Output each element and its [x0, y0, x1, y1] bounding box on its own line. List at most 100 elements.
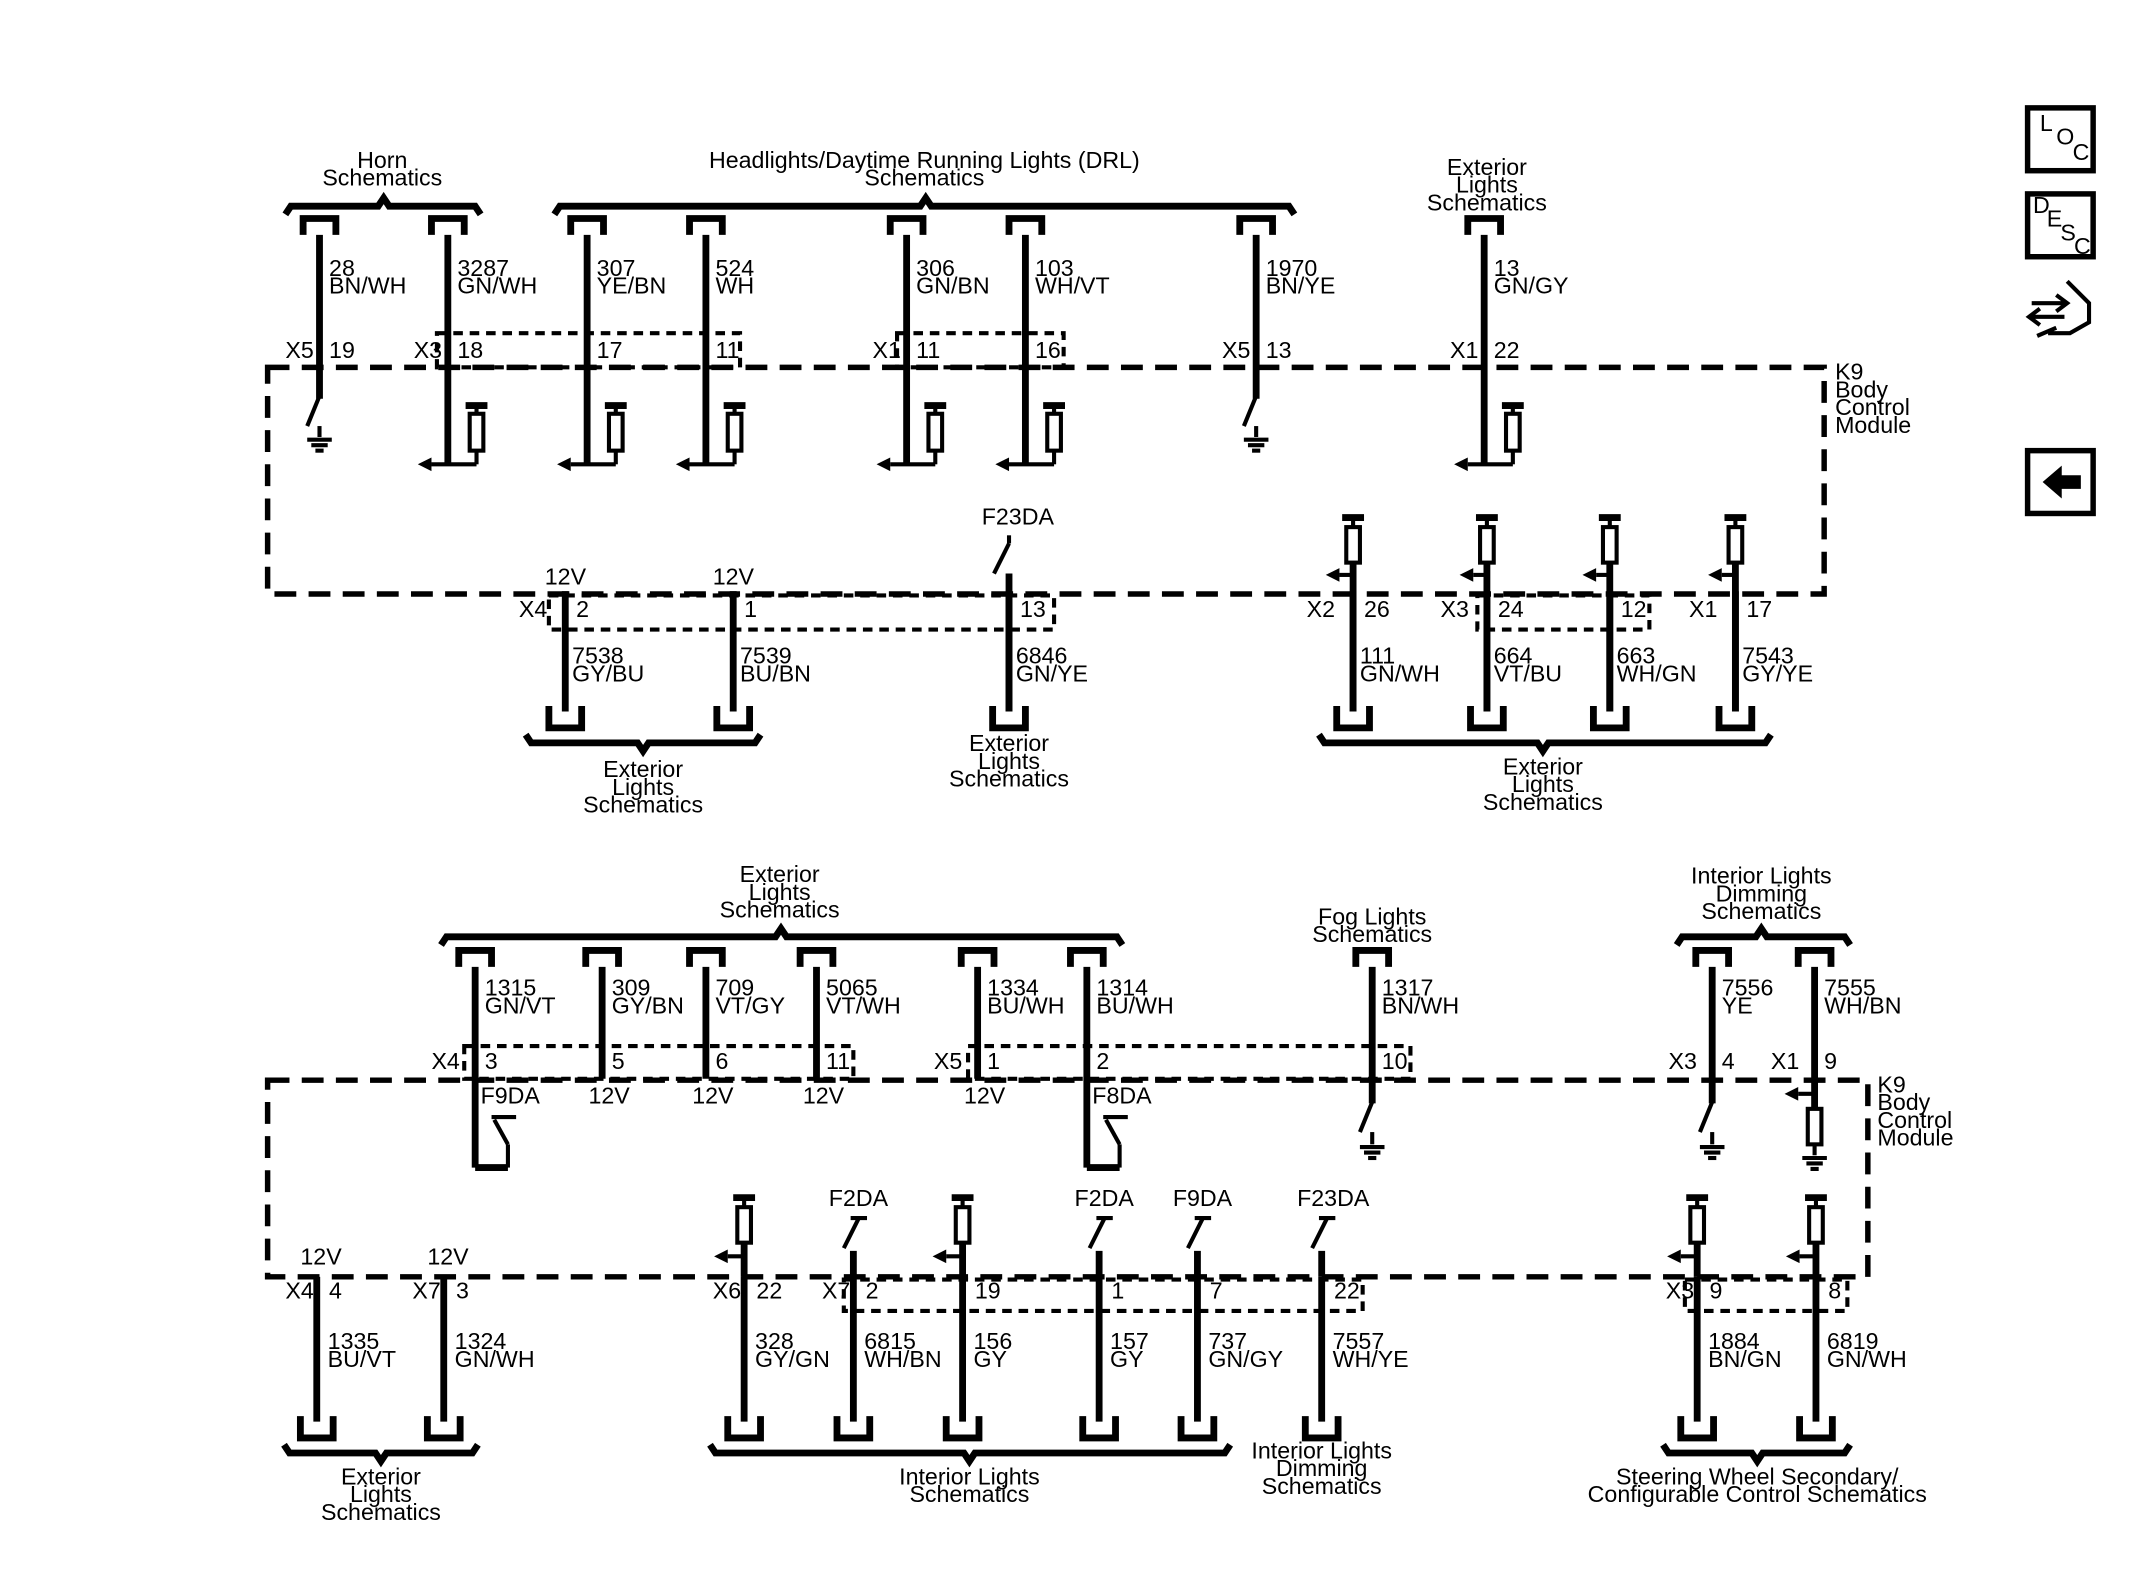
connector-id: X3: [1666, 1278, 1694, 1304]
pin-number: 24: [1498, 596, 1524, 622]
connector-terminal: [1464, 215, 1504, 235]
pin-number: 4: [329, 1278, 342, 1304]
pin-number: 7: [1210, 1278, 1223, 1304]
grouping-bracket: [1673, 922, 1853, 947]
connector-terminal: [1589, 706, 1630, 732]
grouping-bracket: [282, 191, 484, 217]
back-arrow-icon[interactable]: [2024, 447, 2096, 517]
circuit-number: 664: [1494, 643, 1533, 669]
supply-label: 12V: [545, 563, 587, 589]
connector-id: X5: [285, 337, 313, 363]
back-arrow-icon-frame: [2024, 447, 2096, 517]
connector-id: X1: [1771, 1048, 1799, 1074]
supply-label: 12V: [713, 563, 755, 589]
destination-label: Exterior: [740, 861, 820, 887]
wire-color: WH: [715, 273, 754, 299]
circuit-number: 1335: [328, 1328, 380, 1354]
fuse-label: F23DA: [1297, 1185, 1370, 1211]
supply-label: 12V: [964, 1082, 1006, 1108]
resistor: [606, 411, 625, 453]
pin-number: 12: [1621, 596, 1647, 622]
fuse-label: F8DA: [1092, 1082, 1152, 1108]
circuit-number: 1317: [1382, 975, 1434, 1001]
connector-id: X4: [285, 1278, 313, 1304]
supply-label: 12V: [588, 1082, 630, 1108]
loc-icon[interactable]: LOC: [2024, 105, 2096, 174]
destination-label: Lights: [1456, 172, 1518, 198]
pin-number: 3: [456, 1278, 469, 1304]
pin-number: 22: [756, 1278, 782, 1304]
destination-label: Exterior: [1503, 753, 1583, 779]
circuit-number: 1334: [987, 975, 1039, 1001]
wire-color: BN/YE: [1266, 273, 1336, 299]
fuse-label: F9DA: [1173, 1185, 1233, 1211]
resistor: [1478, 525, 1496, 565]
module-label: Module: [1835, 412, 1911, 438]
grouping-bracket: [1660, 1442, 1853, 1468]
module-label: Body: [1877, 1089, 1930, 1115]
circuit-number: 309: [612, 975, 651, 1001]
destination-label: Fog Lights: [1318, 903, 1426, 929]
wire-color: BN/WH: [1382, 992, 1459, 1018]
pin-number: 1: [987, 1048, 1000, 1074]
switch: [1241, 395, 1259, 427]
desc-icon-letter: E: [2047, 206, 2062, 232]
resistor: [1807, 1205, 1825, 1245]
pin-number: 2: [866, 1278, 879, 1304]
connector-group: [966, 1043, 1413, 1081]
grouping-bracket: [281, 1442, 481, 1468]
circuit-number: 307: [597, 255, 636, 281]
switch: [1358, 1101, 1375, 1133]
pin-number: 19: [975, 1278, 1001, 1304]
arrow-head: [1325, 568, 1340, 582]
arrow-head: [876, 457, 891, 472]
connector-id: X1: [1450, 337, 1478, 363]
module-label: K9: [1877, 1071, 1905, 1097]
destination-label: Horn: [357, 147, 407, 173]
connector-tool-icon-arrows: [2025, 293, 2071, 327]
connector-terminal: [1796, 1416, 1836, 1442]
supply-label: 12V: [803, 1082, 845, 1108]
connector-terminal: [1067, 947, 1107, 967]
connector-terminal: [582, 947, 622, 967]
connector-id: X4: [431, 1048, 459, 1074]
back-arrow-icon-shape: [2042, 465, 2081, 499]
arrow-head: [714, 1249, 728, 1264]
arrow-head: [1708, 568, 1722, 582]
switch: [1698, 1101, 1715, 1133]
connector-terminal: [833, 1416, 874, 1442]
supply-label: 12V: [300, 1244, 342, 1270]
wire-color: YE: [1722, 992, 1753, 1018]
circuit-number: 737: [1208, 1328, 1247, 1354]
circuit-number: 28: [329, 255, 355, 281]
arrow-head: [1785, 1249, 1800, 1264]
circuit-number: 524: [715, 255, 754, 281]
connector-terminal: [1236, 215, 1276, 235]
loc-icon-letter: C: [2073, 139, 2090, 165]
loc-icon-letter: O: [2056, 124, 2074, 150]
circuit-number: 328: [755, 1328, 794, 1354]
connector-terminal: [713, 706, 754, 732]
fuse-switch: [492, 1118, 510, 1146]
pin-number: 6: [715, 1048, 728, 1074]
pin-number: 17: [1746, 596, 1772, 622]
circuit-number: 7539: [740, 643, 792, 669]
pin-number: 1: [1111, 1278, 1124, 1304]
grouping-bracket: [522, 732, 764, 758]
connector-terminal: [296, 1416, 337, 1442]
connector-terminal: [886, 215, 927, 235]
wire-color: BU/WH: [1096, 992, 1173, 1018]
connector-terminal: [1794, 947, 1835, 967]
destination-label: Lights: [1512, 771, 1574, 797]
connector-tool-icon[interactable]: [2025, 279, 2092, 338]
destination-label: Schematics: [1312, 921, 1432, 947]
wire-color: VT/BU: [1494, 660, 1562, 686]
destination-label: Schematics: [949, 766, 1069, 792]
wire-color: WH/YE: [1333, 1346, 1409, 1372]
circuit-number: 7555: [1824, 975, 1876, 1001]
destination-label: Schematics: [1701, 898, 1821, 924]
fuse-label: F2DA: [1075, 1185, 1135, 1211]
wire-color: WH/BN: [864, 1346, 941, 1372]
